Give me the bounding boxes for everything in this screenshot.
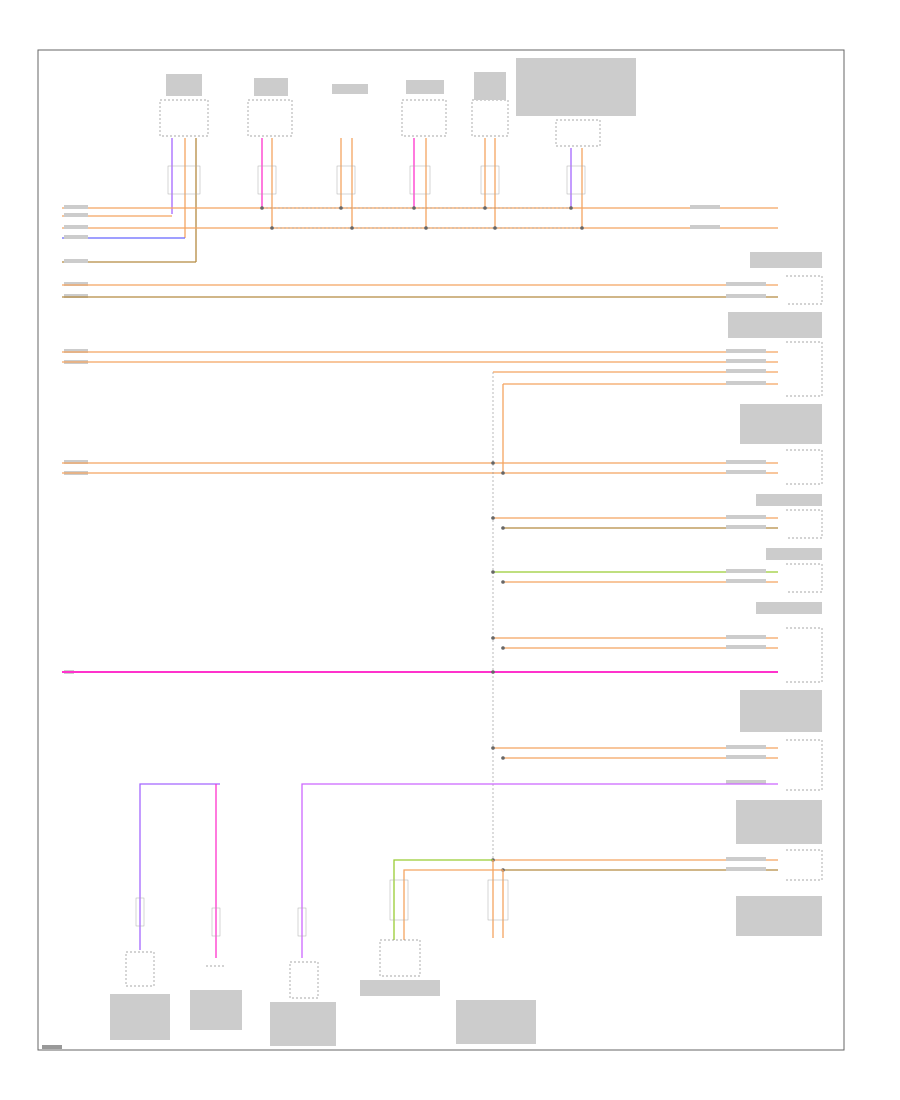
trunk-junctions	[491, 461, 505, 872]
lower-left-wires	[139, 783, 778, 958]
module-box	[247, 99, 293, 137]
module-box	[401, 99, 447, 137]
right-modules	[786, 275, 823, 881]
module-box	[159, 99, 209, 137]
label-block	[516, 58, 636, 116]
footer-id	[42, 1045, 62, 1049]
connector-blocks	[167, 165, 586, 195]
right-wire-labels	[690, 205, 766, 871]
label-block	[166, 74, 202, 96]
top-vertical-wires	[171, 138, 583, 262]
left-wire-labels	[64, 205, 88, 674]
long-wires	[62, 284, 778, 673]
top-module-labels	[166, 58, 636, 116]
label-block	[254, 78, 288, 96]
module-box	[471, 99, 509, 137]
lower-connectors	[135, 879, 509, 937]
bottom-module-labels	[110, 980, 536, 1046]
bottom-modules	[125, 939, 421, 999]
label-block	[332, 84, 368, 94]
top-modules	[159, 99, 601, 147]
bus-dashes	[262, 207, 582, 229]
label-block	[474, 72, 506, 100]
central-trunk	[492, 371, 778, 938]
bus-junctions	[260, 206, 584, 230]
upper-bus	[62, 207, 778, 263]
module-box	[555, 119, 601, 147]
right-module-labels	[728, 252, 822, 936]
lower-pigtail	[393, 859, 504, 940]
diagram-frame	[37, 49, 845, 1051]
label-block	[406, 80, 444, 94]
